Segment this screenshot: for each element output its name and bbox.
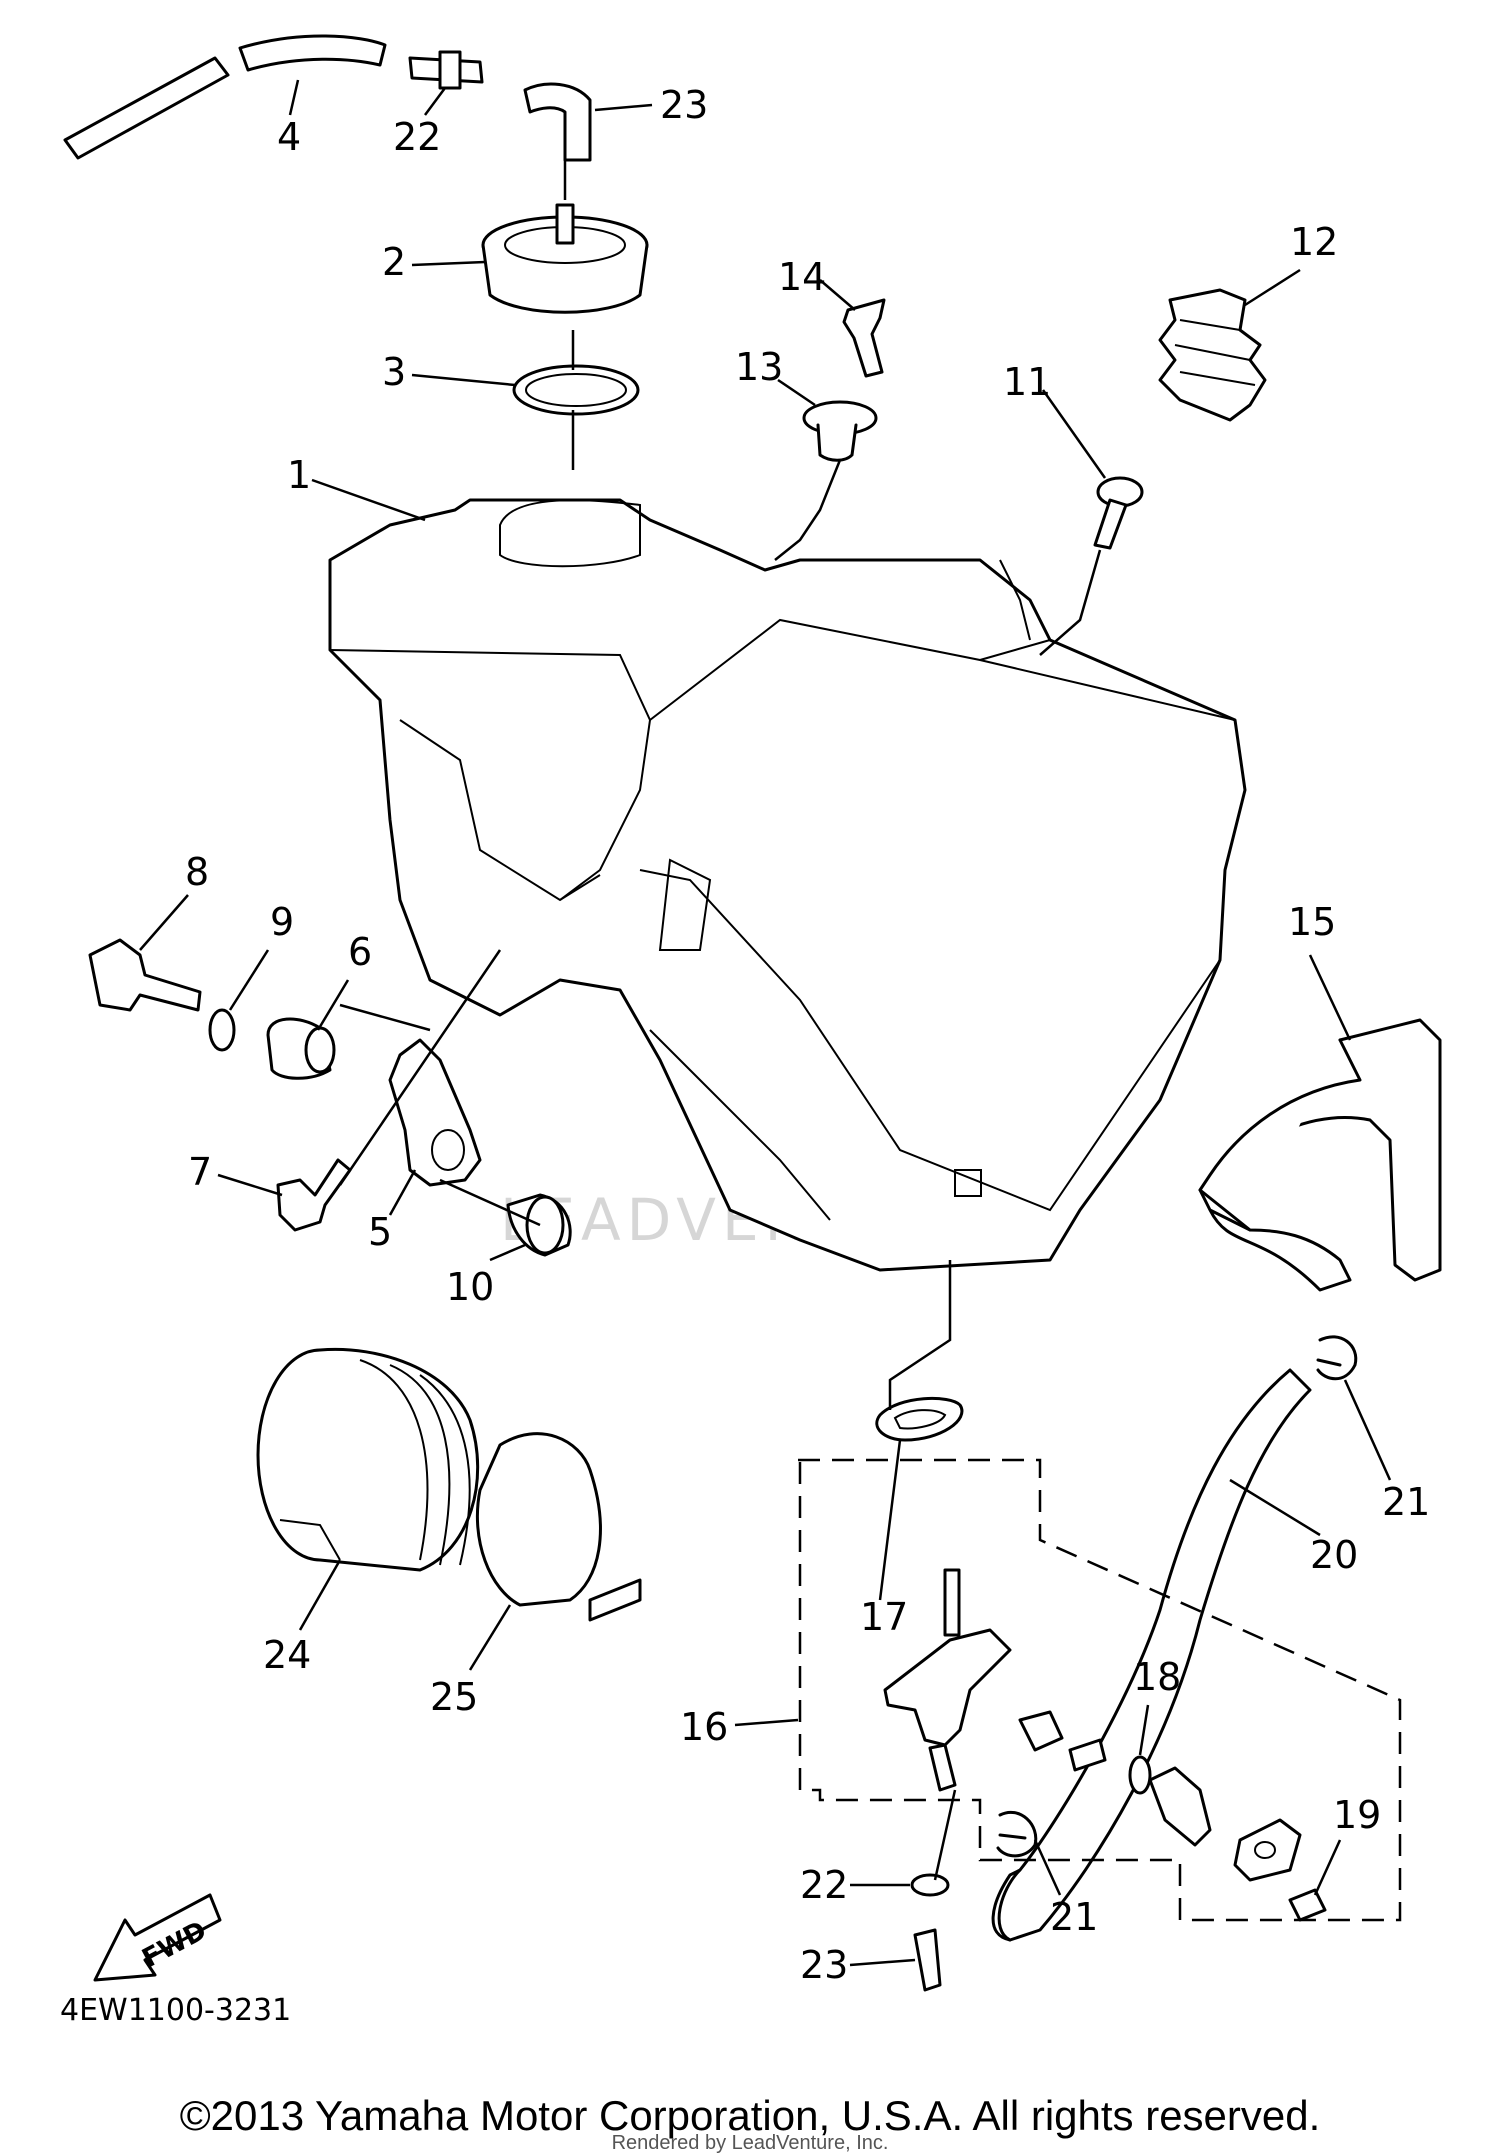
label-19: 19 — [1333, 1793, 1381, 1837]
part-number-labels: 1 2 3 4 22 23 14 13 11 12 15 8 9 6 7 5 1… — [139, 79, 1430, 1987]
part-8-bolt — [88, 938, 202, 1012]
label-17: 17 — [860, 1595, 908, 1639]
label-21-lower: 21 — [1050, 1895, 1098, 1939]
label-9: 9 — [270, 900, 294, 944]
label-12: 12 — [1290, 220, 1338, 264]
part-16-fuel-cock — [883, 1568, 1012, 1792]
label-21-upper: 21 — [1382, 1480, 1430, 1524]
part-20-hose — [991, 1368, 1312, 1942]
part-27-band — [475, 1432, 642, 1622]
part-18-o-ring — [1128, 1755, 1152, 1795]
part-19-plate — [1233, 1818, 1302, 1882]
part-21-clip-upper — [1316, 1335, 1358, 1381]
label-15: 15 — [1288, 900, 1336, 944]
label-13: 13 — [735, 345, 783, 389]
label-8: 8 — [185, 850, 209, 894]
label-2: 2 — [382, 240, 406, 284]
part-1-fuel-tank — [328, 498, 1247, 1272]
label-3: 3 — [382, 350, 406, 394]
label-25: 23 — [660, 83, 708, 127]
part-16-assembly-outline — [798, 1458, 1402, 1922]
label-23: 23 — [800, 1943, 848, 1987]
part-25-elbow — [523, 82, 592, 162]
label-26: 24 — [263, 1633, 311, 1677]
label-7: 7 — [188, 1150, 212, 1194]
part-4-hose — [63, 34, 387, 160]
label-20: 20 — [1310, 1533, 1358, 1577]
part-17-gasket — [875, 1396, 964, 1442]
part-10-collar — [506, 1193, 572, 1257]
part-9-washer — [208, 1008, 236, 1052]
part-24-fitting — [408, 50, 484, 90]
part-19-screw — [1288, 1888, 1327, 1922]
part-3-ring — [512, 364, 640, 416]
label-18: 18 — [1133, 1655, 1181, 1699]
fwd-arrow-icon — [93, 1893, 222, 1982]
part-2-cap — [481, 203, 649, 314]
part-26-boot — [256, 1347, 480, 1572]
part-22-washer — [910, 1873, 950, 1897]
label-24: 22 — [393, 115, 441, 159]
fuel-cock-inner-parts — [1018, 1710, 1212, 1847]
part-7-bolt — [276, 1158, 352, 1232]
label-1: 1 — [287, 453, 311, 497]
part-15-cover — [1198, 1018, 1442, 1292]
copyright-text: ©2013 Yamaha Motor Corporation, U.S.A. A… — [179, 2092, 1321, 2139]
part-21-clip-lower — [996, 1810, 1038, 1858]
label-27: 25 — [430, 1675, 478, 1719]
label-4: 4 — [277, 115, 301, 159]
part-11-screw — [1093, 476, 1144, 550]
label-22: 22 — [800, 1863, 848, 1907]
drawing-code: 4EW1100-3231 — [60, 1993, 291, 2028]
label-16: 16 — [680, 1705, 728, 1749]
part-23-screw — [913, 1928, 942, 1992]
label-5: 5 — [368, 1210, 392, 1254]
label-10: 10 — [446, 1265, 494, 1309]
label-11: 11 — [1003, 360, 1051, 404]
part-14-screw — [842, 298, 886, 378]
label-6: 6 — [348, 930, 372, 974]
part-5-bracket — [388, 1038, 482, 1187]
label-14: 14 — [778, 255, 826, 299]
part-6-bushing — [266, 1017, 336, 1080]
part-13-grommet — [802, 400, 878, 462]
part-12-clip — [1158, 288, 1267, 422]
rendered-by-text: Rendered by LeadVenture, Inc. — [611, 2132, 889, 2154]
